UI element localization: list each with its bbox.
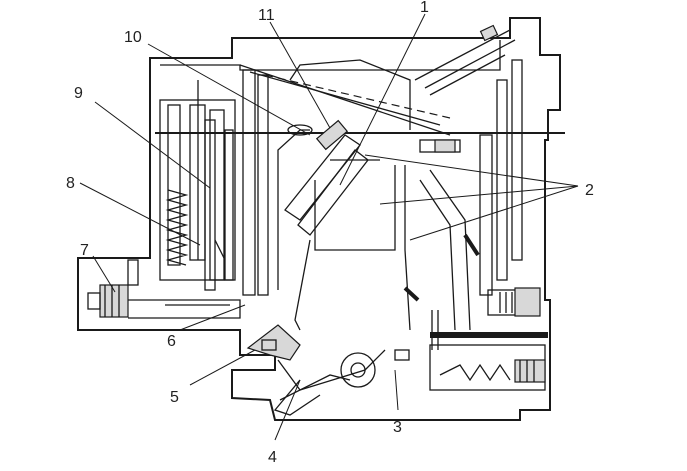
leader-2c (409, 185, 579, 241)
callout-2: 2 (585, 182, 594, 199)
leader-7 (92, 255, 116, 293)
callout-11: 11 (258, 7, 275, 24)
leader-6 (179, 304, 246, 331)
central-tubes (242, 69, 310, 296)
leader-11 (269, 21, 331, 129)
idle-screw-assembly (87, 259, 241, 319)
callout-5: 5 (170, 389, 179, 406)
callout-7: 7 (80, 242, 89, 259)
float-chamber (159, 80, 236, 281)
leader-3 (394, 369, 399, 411)
air-passages (239, 24, 516, 136)
callout-9: 9 (74, 85, 83, 102)
pump-assembly (394, 310, 546, 391)
leader-1 (339, 13, 426, 186)
callout-1: 1 (420, 0, 429, 16)
leader-lines (79, 13, 579, 441)
leader-10 (147, 43, 311, 136)
leader-8 (79, 182, 201, 246)
leader-2b (379, 185, 579, 205)
leader-5 (189, 349, 256, 386)
venturi (294, 159, 411, 331)
throttle-linkage (246, 324, 386, 416)
callout-3: 3 (393, 419, 402, 436)
float-spring (165, 189, 189, 266)
callout-4: 4 (268, 449, 277, 466)
right-assembly (403, 59, 541, 331)
discharge-nozzle (284, 119, 369, 236)
callout-labels: 1 2 3 4 5 6 7 8 9 10 11 (66, 0, 594, 466)
needle-jet (204, 119, 234, 291)
leader-4 (274, 379, 301, 441)
leader-2a (364, 154, 579, 187)
callout-10: 10 (124, 29, 142, 46)
callout-8: 8 (66, 175, 75, 192)
leader-9 (94, 101, 211, 189)
callout-6: 6 (167, 333, 176, 350)
